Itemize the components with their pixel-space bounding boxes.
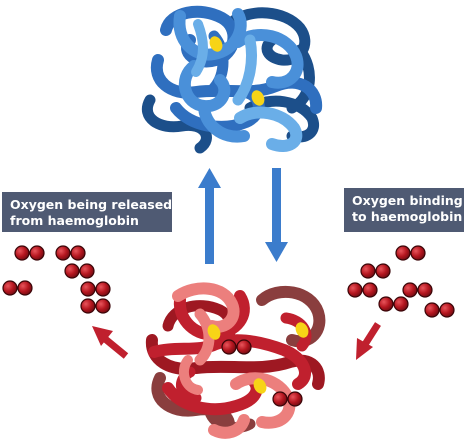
arrow-release-out (92, 326, 129, 359)
bound-oxygen-molecules (221, 339, 303, 407)
deoxyhaemoglobin-molecule (141, 5, 323, 154)
label-oxygen-released-line1: Oxygen being released (10, 197, 173, 212)
label-oxygen-binding-line2: to haemoglobin (352, 209, 463, 224)
label-oxygen-released: Oxygen being released from haemoglobin (2, 192, 172, 232)
released-oxygen-molecules (2, 245, 111, 314)
label-oxygen-binding-line1: Oxygen binding (352, 193, 463, 208)
label-oxygen-released-line2: from haemoglobin (10, 213, 139, 228)
heme-groups-bottom (207, 322, 309, 394)
heme-groups-top (209, 36, 265, 106)
incoming-oxygen-molecules (347, 245, 455, 318)
arrow-down-binding (265, 168, 288, 262)
label-oxygen-binding: Oxygen binding to haemoglobin (344, 188, 464, 232)
arrow-binding-in (356, 322, 381, 360)
oxyhaemoglobin-molecule (145, 282, 326, 439)
arrow-up-release (198, 168, 221, 264)
